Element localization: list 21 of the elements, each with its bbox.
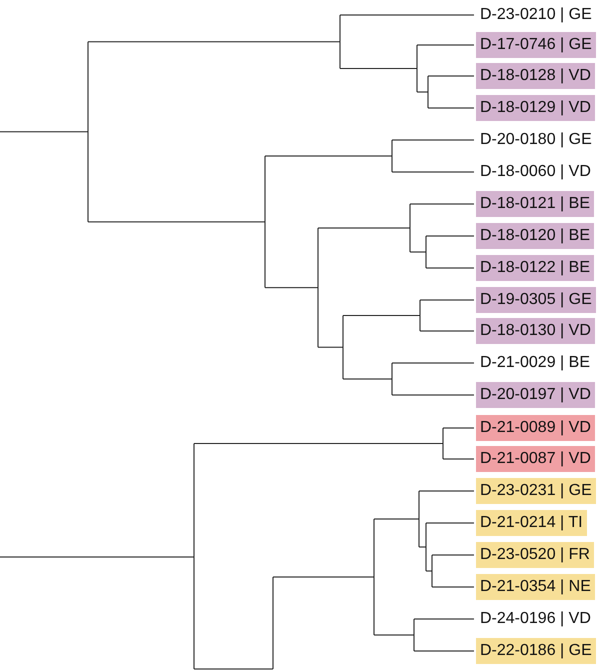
leaf-label: D-21-0214 | TI [476, 510, 587, 536]
leaf-label: D-18-0122 | BE [476, 255, 594, 281]
leaf-label: D-18-0120 | BE [476, 223, 594, 249]
leaf-label: D-17-0746 | GE [476, 32, 596, 58]
leaf-label: D-23-0520 | FR [476, 542, 594, 568]
leaf-label: D-18-0128 | VD [476, 63, 595, 89]
leaf-label: D-18-0129 | VD [476, 95, 595, 121]
leaf-label: D-24-0196 | VD [476, 606, 595, 632]
leaf-label: D-20-0197 | VD [476, 382, 595, 408]
leaf-label: D-21-0089 | VD [476, 415, 595, 441]
leaf-label: D-18-0130 | VD [476, 318, 595, 344]
leaf-label: D-21-0354 | NE [476, 574, 595, 600]
leaf-label: D-21-0029 | BE [476, 350, 594, 376]
leaf-label: D-18-0121 | BE [476, 191, 594, 217]
leaf-label: D-20-0180 | GE [476, 127, 596, 153]
leaf-label: D-19-0305 | GE [476, 287, 596, 313]
leaf-label: D-18-0060 | VD [476, 159, 595, 185]
leaf-label: D-23-0231 | GE [476, 478, 596, 504]
leaf-label: D-21-0087 | VD [476, 446, 595, 472]
leaf-label: D-23-0210 | GE [476, 2, 596, 28]
leaf-label: D-22-0186 | GE [476, 638, 596, 664]
